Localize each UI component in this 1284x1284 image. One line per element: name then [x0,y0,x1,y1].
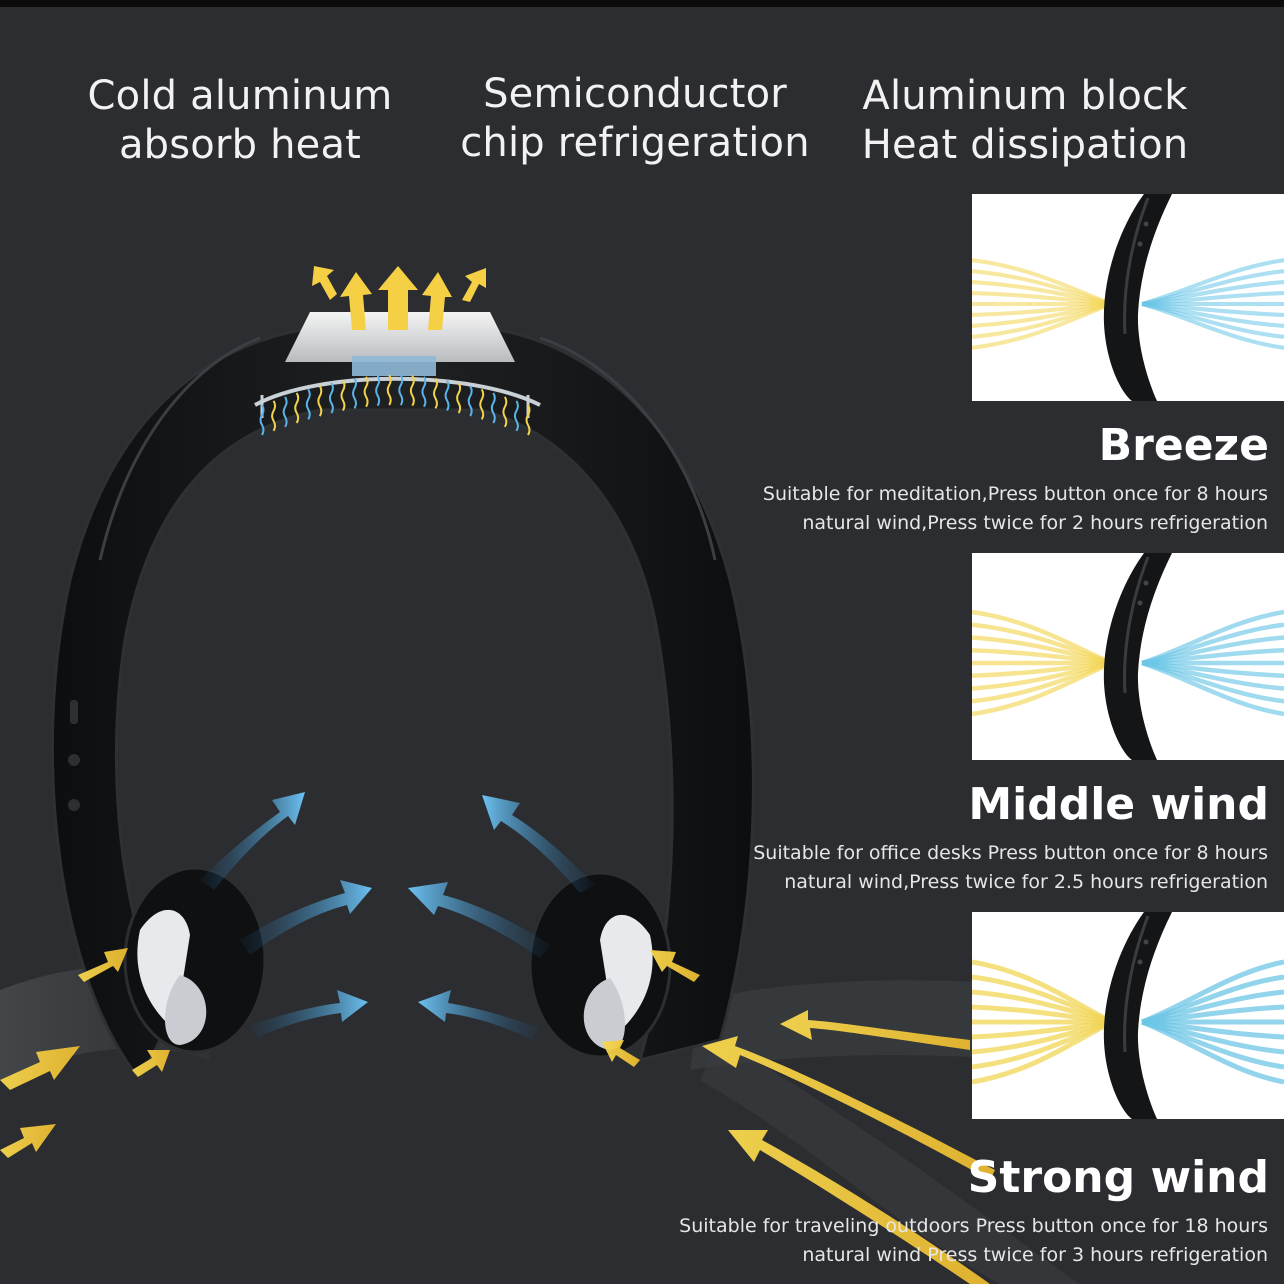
heat-line [294,392,300,424]
mode-title-strong-wind: Strong wind [967,1152,1269,1203]
breeze-image [972,194,1284,401]
heat-line [421,376,427,408]
label-semiconductor-line1: Semiconductor [483,71,787,117]
heat-line [340,379,346,412]
heat-line [259,404,265,436]
mode-desc-middle-line1: Suitable for office desks Press button o… [753,842,1268,864]
label-cold-aluminum: Cold aluminum absorb heat [70,72,410,170]
mode-panel-drawing [972,553,1284,760]
label-semiconductor: Semiconductor chip refrigeration [455,70,815,168]
heat-line [386,374,392,406]
mode-desc-strong-line2: natural wind Press twice for 3 hours ref… [802,1244,1268,1266]
heat-line [328,382,334,414]
mode-desc-middle-wind: Suitable for office desks Press button o… [753,839,1268,897]
heat-line [409,375,415,407]
heat-line [467,385,473,417]
label-aluminum-block: Aluminum block Heat dissipation [850,72,1200,170]
heat-line [317,385,323,417]
warm-air-arrows [0,948,995,1284]
neckband [50,328,755,1083]
heat-line [490,392,496,424]
mode-panel-drawing [972,912,1284,1119]
label-aluminum-block-line2: Heat dissipation [861,122,1189,168]
label-semiconductor-line2: chip refrigeration [460,120,810,166]
heat-line [271,400,277,432]
heat-line [444,379,450,412]
top-border [0,0,1284,7]
right-fan [528,871,672,1059]
heat-line [456,382,462,414]
mode-panel-drawing [972,194,1284,401]
mode-title-breeze: Breeze [1098,420,1269,471]
mode-desc-strong-line1: Suitable for traveling outdoors Press bu… [679,1215,1268,1237]
heat-line [525,404,531,436]
left-fan [123,866,267,1054]
mode-title-middle-wind: Middle wind [968,779,1269,830]
heat-out-arrows [312,266,486,330]
heat-line [398,374,404,406]
mode-desc-breeze-line2: natural wind,Press twice for 2 hours ref… [802,512,1268,534]
cool-air-arrows [200,792,595,1040]
mode-desc-breeze-line1: Suitable for meditation,Press button onc… [762,483,1268,505]
label-aluminum-block-line1: Aluminum block [862,73,1188,119]
heat-line [513,400,519,432]
mode-desc-strong-wind: Suitable for traveling outdoors Press bu… [679,1212,1268,1270]
heat-line [479,388,485,420]
label-cold-aluminum-line1: Cold aluminum [87,73,393,119]
heat-line [282,396,288,428]
heat-line [352,377,358,409]
heat-line [432,377,438,409]
middle-wind-image [972,553,1284,760]
heat-line [363,376,369,408]
strong-wind-image [972,912,1284,1119]
heat-exchange-lines [259,374,531,436]
heat-line [305,388,311,420]
mode-desc-middle-line2: natural wind,Press twice for 2.5 hours r… [784,871,1268,893]
mode-desc-breeze: Suitable for meditation,Press button onc… [763,480,1268,538]
label-cold-aluminum-line2: absorb heat [118,122,362,168]
heat-line [502,396,508,428]
heat-line [375,375,381,407]
